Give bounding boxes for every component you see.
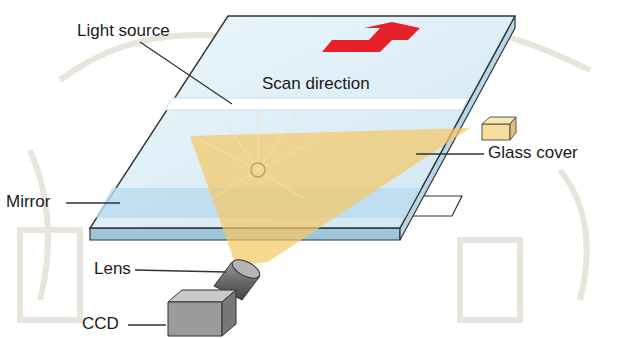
light-source bbox=[165, 98, 468, 110]
part-label: Mirror bbox=[6, 193, 50, 212]
light-cone bbox=[190, 128, 470, 266]
part-label: Lens bbox=[94, 260, 131, 279]
block bbox=[482, 124, 510, 140]
part-label: Scan direction bbox=[262, 75, 370, 94]
part-label: Glass cover bbox=[488, 144, 578, 163]
scan-arrow bbox=[322, 22, 420, 52]
leader-lines bbox=[66, 42, 484, 325]
part-label: CCD bbox=[82, 315, 119, 334]
part-label: Light source bbox=[77, 22, 170, 41]
ccd bbox=[168, 290, 236, 336]
